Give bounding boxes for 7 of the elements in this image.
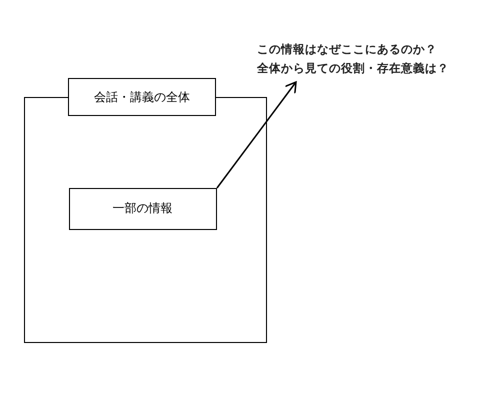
box-label: 一部の情報 — [112, 200, 172, 217]
heading-box — [68, 78, 216, 116]
question-text: 全体から見ての役割・存在意義は？ — [257, 60, 449, 77]
question-text: この情報はなぜここにあるのか？ — [257, 41, 437, 58]
box-label: 会話・講義の全体 — [94, 88, 190, 106]
arrow — [216, 81, 297, 188]
info-box — [68, 188, 216, 230]
